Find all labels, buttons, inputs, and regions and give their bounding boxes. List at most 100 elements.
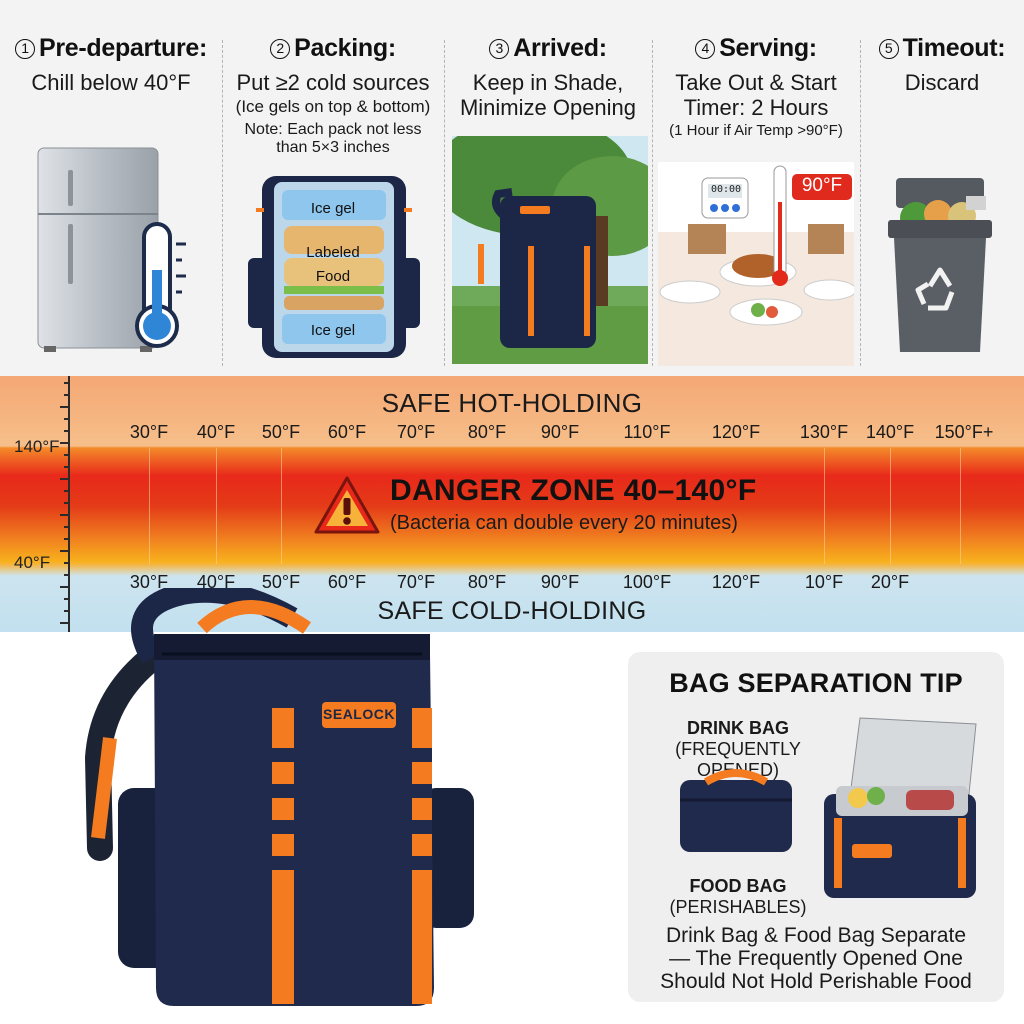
- bottom-scale-tick-label: 30°F: [129, 572, 169, 592]
- major-tick: [60, 442, 70, 444]
- step-title-text: Packing:: [294, 34, 396, 62]
- minor-tick: [64, 382, 70, 384]
- axis-label-40: 40°F: [14, 553, 51, 572]
- step-note: Note: Each pack not less than 5×3 inches: [244, 121, 422, 156]
- step-title-text: Pre-departure:: [38, 34, 208, 62]
- step-title-text: Serving:: [719, 34, 817, 62]
- timer-display: 00:00: [710, 184, 742, 195]
- ice-gel-label: Ice gel: [310, 200, 356, 217]
- scale-gridline: [890, 448, 891, 564]
- top-scale-tick-label: 90°F: [540, 422, 580, 442]
- safe-cold-holding-label: SAFE COLD-HOLDING: [377, 597, 647, 625]
- major-tick: [60, 478, 70, 480]
- food-bag-title: FOOD BAG: [689, 876, 787, 896]
- drink-bag-title: DRINK BAG: [687, 718, 789, 738]
- divider: [222, 40, 223, 366]
- major-tick: [60, 514, 70, 516]
- danger-zone-subtitle: (Bacteria can double every 20 minutes): [390, 512, 738, 534]
- tip-title: BAG SEPARATION TIP: [669, 668, 963, 698]
- step-desc: Take Out & Start Timer: 2 Hours: [675, 70, 837, 120]
- bottom-scale-tick-label: 100°F: [622, 572, 672, 592]
- bottom-scale-tick-label: 90°F: [540, 572, 580, 592]
- top-scale-tick-label: 130°F: [799, 422, 849, 442]
- thermometer-reading: 90°F: [801, 175, 843, 196]
- step-number: 5: [878, 39, 899, 59]
- minor-tick: [64, 490, 70, 492]
- top-scale-tick-label: 50°F: [261, 422, 301, 442]
- warning-triangle-icon: [314, 476, 380, 534]
- minor-tick: [64, 502, 70, 504]
- brand-logo: SEALOCK: [323, 706, 395, 722]
- major-tick: [60, 550, 70, 552]
- minor-tick: [64, 526, 70, 528]
- major-tick: [60, 586, 70, 588]
- food-bag-image: [824, 717, 977, 898]
- bottom-scale-tick-label: 50°F: [261, 572, 301, 592]
- step-desc: Keep in Shade, Minimize Opening: [459, 70, 637, 120]
- divider: [860, 40, 861, 366]
- step-desc-sub: (Ice gels on top & bottom): [235, 97, 431, 116]
- step-number: 4: [695, 39, 716, 59]
- top-scale-tick-label: 80°F: [467, 422, 507, 442]
- temperature-axis: [68, 376, 70, 632]
- top-scale-tick-label: 120°F: [711, 422, 761, 442]
- minor-tick: [64, 598, 70, 600]
- labeled-label: Labeled: [306, 244, 360, 261]
- temperature-band: 140°F 40°F SAFE HOT-HOLDING 30°F 40°F 50°F…: [0, 376, 1024, 632]
- bottom-scale-tick-label: 70°F: [396, 572, 436, 592]
- top-scale-tick-label: 150°F+: [934, 422, 994, 442]
- major-tick: [60, 406, 70, 408]
- divider: [444, 40, 445, 366]
- step-desc: Discard: [904, 70, 980, 95]
- dining-table-photo: [658, 162, 854, 366]
- minor-tick: [64, 574, 70, 576]
- top-scale-tick-label: 30°F: [129, 422, 169, 442]
- minor-tick: [64, 538, 70, 540]
- minor-tick: [64, 454, 70, 456]
- minor-tick: [64, 562, 70, 564]
- major-tick: [60, 622, 70, 624]
- safe-hot-holding-label: SAFE HOT-HOLDING: [381, 388, 643, 418]
- step-desc: Put ≥2 cold sources: [236, 70, 430, 95]
- top-scale-tick-label: 70°F: [396, 422, 436, 442]
- axis-label-140: 140°F: [14, 437, 60, 456]
- top-scale-tick-label: 40°F: [196, 422, 236, 442]
- minor-tick: [64, 394, 70, 396]
- top-scale-tick-label: 110°F: [623, 422, 671, 442]
- minor-tick: [64, 466, 70, 468]
- food-label: Food: [315, 268, 351, 285]
- bottom-scale-tick-label: 40°F: [196, 572, 236, 592]
- trash-bin-icon: [888, 178, 992, 352]
- shaded-backpack-photo: [452, 136, 648, 364]
- minor-tick: [64, 418, 70, 420]
- step-title-text: Arrived:: [513, 34, 607, 62]
- scale-gridline: [824, 448, 825, 564]
- scale-gridline: [960, 448, 961, 564]
- scale-gridline: [281, 448, 282, 564]
- bottom-scale-tick-label: 10°F: [804, 572, 844, 592]
- bottom-scale-tick-label: 120°F: [711, 572, 761, 592]
- step-desc: Chill below 40°F: [31, 70, 191, 95]
- danger-zone-title: DANGER ZONE 40–140°F: [390, 474, 757, 507]
- drink-bag-image: [680, 769, 792, 852]
- bottom-scale-tick-label: 60°F: [327, 572, 367, 592]
- step-number: 3: [489, 39, 510, 59]
- step-number: 1: [14, 39, 35, 59]
- refrigerator-icon: [37, 147, 186, 352]
- top-scale-tick-label: 140°F: [865, 422, 915, 442]
- ice-gel-label: Ice gel: [310, 322, 356, 339]
- minor-tick: [64, 430, 70, 432]
- packed-cooler-icon: [248, 176, 420, 358]
- scale-gridline: [149, 448, 150, 564]
- step-note: (1 Hour if Air Temp >90°F): [669, 122, 843, 139]
